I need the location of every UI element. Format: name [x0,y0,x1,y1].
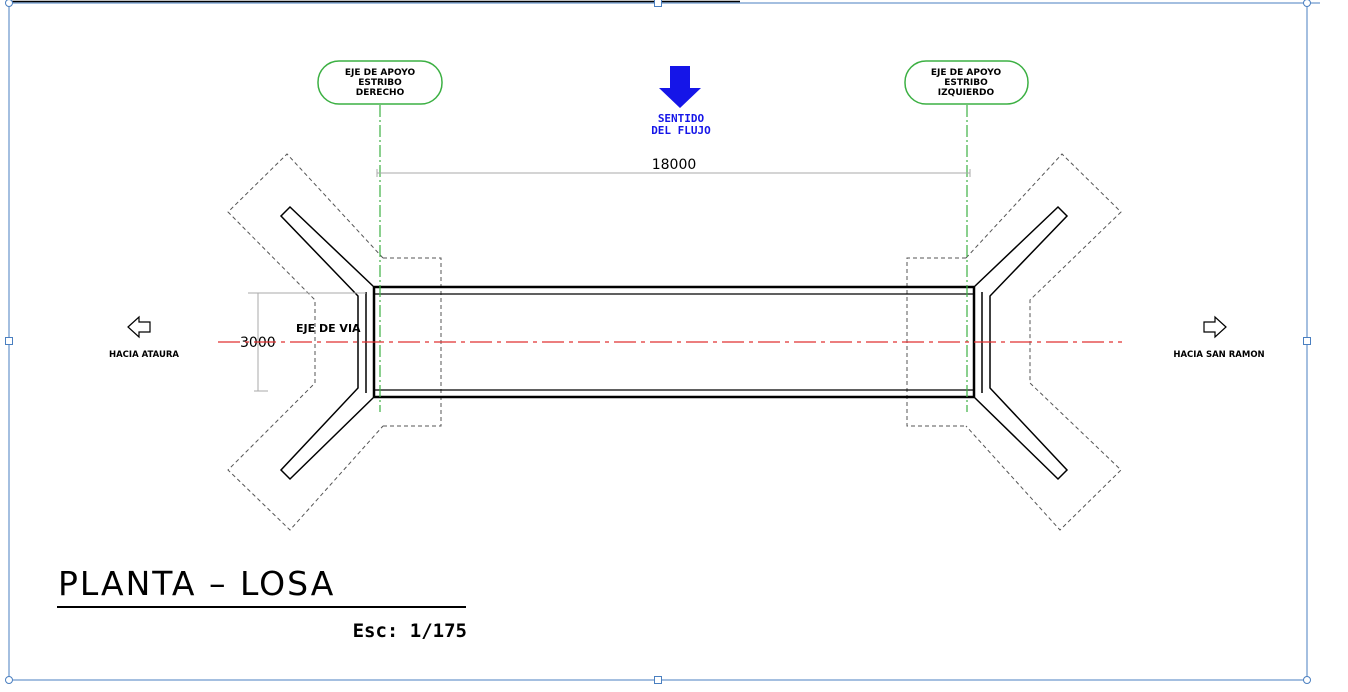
width-dimension-value: 3000 [240,335,276,351]
handle-top-right[interactable] [1303,0,1311,7]
right-direction-label: HACIA SAN RAMON [1173,350,1264,360]
handle-top-left[interactable] [5,0,13,7]
left-axis-label-line3: DERECHO [356,88,405,98]
span-dimension: 18000 [376,157,971,177]
right-wingwalls [973,205,1069,481]
handle-middle-right[interactable] [1303,337,1311,345]
arrow-left-icon [127,315,151,339]
drawing-scale: Esc: 1/175 [353,620,467,642]
handle-bottom-right[interactable] [1303,676,1311,684]
support-axis-left: EJE DE APOYO ESTRIBO DERECHO [317,60,443,412]
left-axis-label-line2: ESTRIBO [358,78,402,88]
flow-arrow-icon [659,66,701,108]
handle-bottom-left[interactable] [5,676,13,684]
flow-label-line2: DEL FLUJO [651,124,711,137]
direction-right: HACIA SAN RAMON [1173,315,1265,360]
arrow-right-icon [1203,315,1227,339]
slab-inner-lines [374,293,974,391]
right-axis-label-line1: EJE DE APOYO [931,68,1002,78]
left-axis-label-line1: EJE DE APOYO [345,68,416,78]
flow-label-line1: SENTIDO [658,112,705,125]
right-axis-label-line3: IZQUIERDO [938,88,995,98]
right-axis-label-line2: ESTRIBO [944,78,988,88]
drawing-title: PLANTA – LOSA [58,564,335,603]
direction-left: HACIA ATAURA [109,315,179,360]
left-wingwalls [279,205,375,481]
selection-handles[interactable] [5,0,1311,684]
handle-middle-left[interactable] [5,337,13,345]
right-axis-bubble [904,60,1029,105]
support-axis-right: EJE DE APOYO ESTRIBO IZQUIERDO [904,60,1029,412]
left-direction-label: HACIA ATAURA [109,350,179,360]
span-dimension-value: 18000 [652,157,697,173]
road-axis-label: EJE DE VIA [296,322,361,335]
title-block: PLANTA – LOSA Esc: 1/175 [57,564,467,642]
handle-bottom-middle[interactable] [654,676,662,684]
road-axis: EJE DE VIA [218,322,1122,343]
left-axis-bubble [317,60,443,105]
handle-top-middle[interactable] [654,0,662,7]
flow-direction: SENTIDO DEL FLUJO [651,66,711,137]
